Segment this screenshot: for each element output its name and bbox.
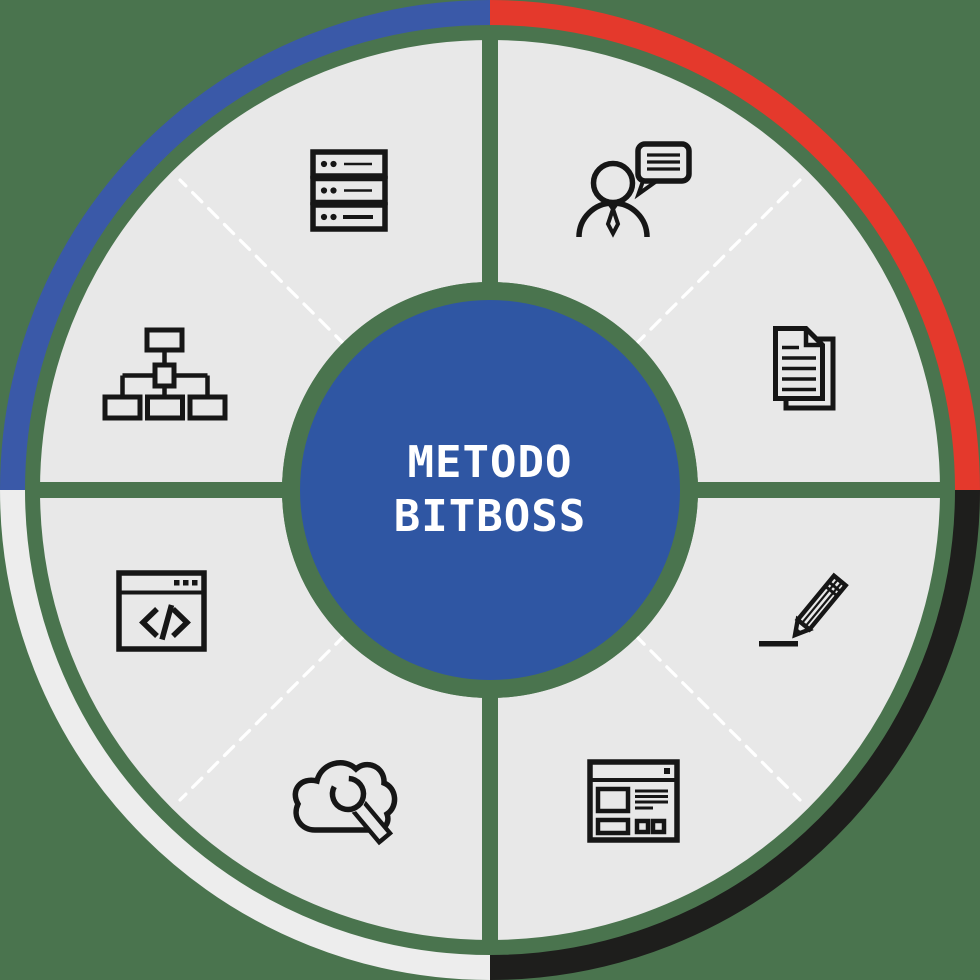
arc-bottom-right xyxy=(489,489,980,980)
code-window-icon xyxy=(116,570,207,652)
server-rack-icon xyxy=(310,149,388,232)
arc-bottom-left xyxy=(0,489,491,980)
hub-title-line2: BITBOSS xyxy=(394,491,586,542)
arc-top-left xyxy=(0,0,491,491)
hub-circle xyxy=(300,300,680,680)
segment-divider-dashed-se xyxy=(633,633,802,802)
sitemap-icon xyxy=(102,327,228,421)
segment-divider-dashed-nw xyxy=(178,178,347,347)
arc-top-right xyxy=(489,0,980,491)
consultation-person-icon xyxy=(576,141,692,238)
signature-pencil-icon xyxy=(759,572,849,647)
documents-icon xyxy=(773,326,836,411)
segment-dividers xyxy=(178,178,802,802)
hub-title-line1: METODO xyxy=(408,437,573,488)
web-layout-icon xyxy=(587,759,680,843)
cloud-maintenance-icon xyxy=(292,760,398,846)
segment-divider-dashed-sw xyxy=(178,633,347,802)
segment-divider-dashed-ne xyxy=(633,178,802,347)
